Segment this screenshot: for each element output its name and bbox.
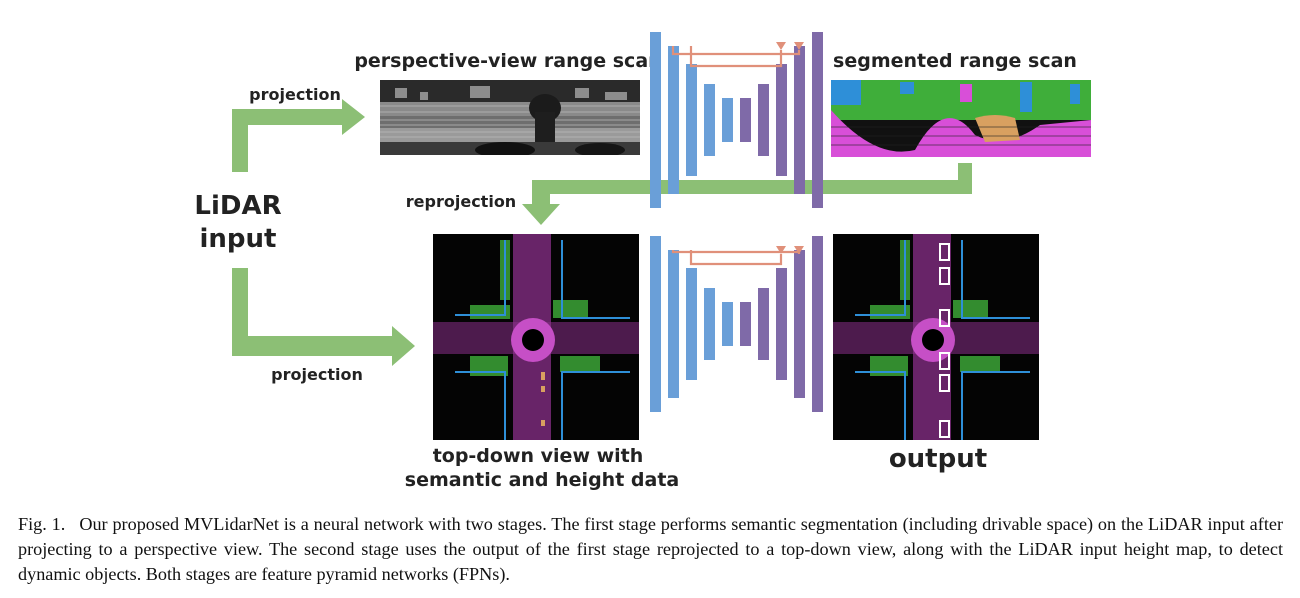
skip-arrowhead bbox=[794, 42, 804, 50]
reprojection-label: reprojection bbox=[406, 192, 516, 211]
perspective-view-title: perspective-view range scan bbox=[354, 50, 661, 72]
decoder-layer bbox=[758, 288, 769, 360]
encoder-layer bbox=[704, 84, 715, 156]
perspective-range-scan-image bbox=[380, 80, 640, 155]
encoder-layer bbox=[650, 32, 661, 208]
detection-box bbox=[939, 243, 950, 261]
decoder-layer bbox=[776, 64, 787, 176]
encoder-layer bbox=[704, 288, 715, 360]
caption-text: Our proposed MVLidarNet is a neural netw… bbox=[18, 514, 1283, 584]
detection-box bbox=[939, 267, 950, 285]
decoder-layer bbox=[794, 46, 805, 194]
caption-label: Fig. 1. bbox=[18, 514, 66, 534]
encoder-layer bbox=[722, 98, 733, 142]
decoder-layer bbox=[758, 84, 769, 156]
projection-label-top: projection bbox=[249, 85, 341, 104]
reprojection-arrow bbox=[522, 163, 972, 225]
segmented-range-scan-image bbox=[831, 80, 1091, 157]
encoder-layer bbox=[686, 64, 697, 176]
output-image bbox=[833, 234, 1039, 440]
detection-box bbox=[939, 352, 950, 370]
encoder-layer bbox=[686, 268, 697, 380]
encoder-layer bbox=[668, 250, 679, 398]
detection-box bbox=[939, 374, 950, 392]
decoder-layer bbox=[776, 268, 787, 380]
segmented-range-title: segmented range scan bbox=[833, 50, 1077, 72]
decoder-layer bbox=[740, 302, 751, 346]
skip-arrowhead bbox=[776, 42, 786, 50]
projection-arrow-bottom bbox=[232, 268, 415, 366]
skip-arrowhead bbox=[794, 246, 804, 254]
encoder-layer bbox=[722, 302, 733, 346]
detection-box bbox=[939, 309, 950, 327]
decoder-layer bbox=[794, 250, 805, 398]
decoder-layer bbox=[812, 236, 823, 412]
fpn-network-stage1 bbox=[650, 32, 823, 208]
mvlidarnet-figure: projection projection reprojection LiDAR… bbox=[194, 32, 1091, 491]
skip-connection bbox=[671, 46, 801, 56]
skip-arrowhead bbox=[776, 246, 786, 254]
lidar-input-label-line2: input bbox=[200, 224, 277, 254]
fpn-network-stage2 bbox=[650, 236, 823, 412]
encoder-layer bbox=[650, 236, 661, 412]
projection-arrow-top bbox=[232, 99, 365, 172]
output-title: output bbox=[889, 444, 987, 474]
topdown-view-title-line1: top-down view with bbox=[433, 445, 644, 467]
decoder-layer bbox=[812, 32, 823, 208]
skip-connection bbox=[689, 46, 783, 68]
lidar-input-label-line1: LiDAR bbox=[194, 191, 281, 221]
topdown-view-title-line2: semantic and height data bbox=[405, 469, 679, 491]
topdown-view-image bbox=[433, 234, 639, 440]
projection-label-bottom: projection bbox=[271, 365, 363, 384]
decoder-layer bbox=[740, 98, 751, 142]
skip-connection bbox=[689, 250, 783, 266]
encoder-layer bbox=[668, 46, 679, 194]
detection-box bbox=[939, 420, 950, 438]
figure-caption: Fig. 1.Our proposed MVLidarNet is a neur… bbox=[18, 512, 1283, 587]
